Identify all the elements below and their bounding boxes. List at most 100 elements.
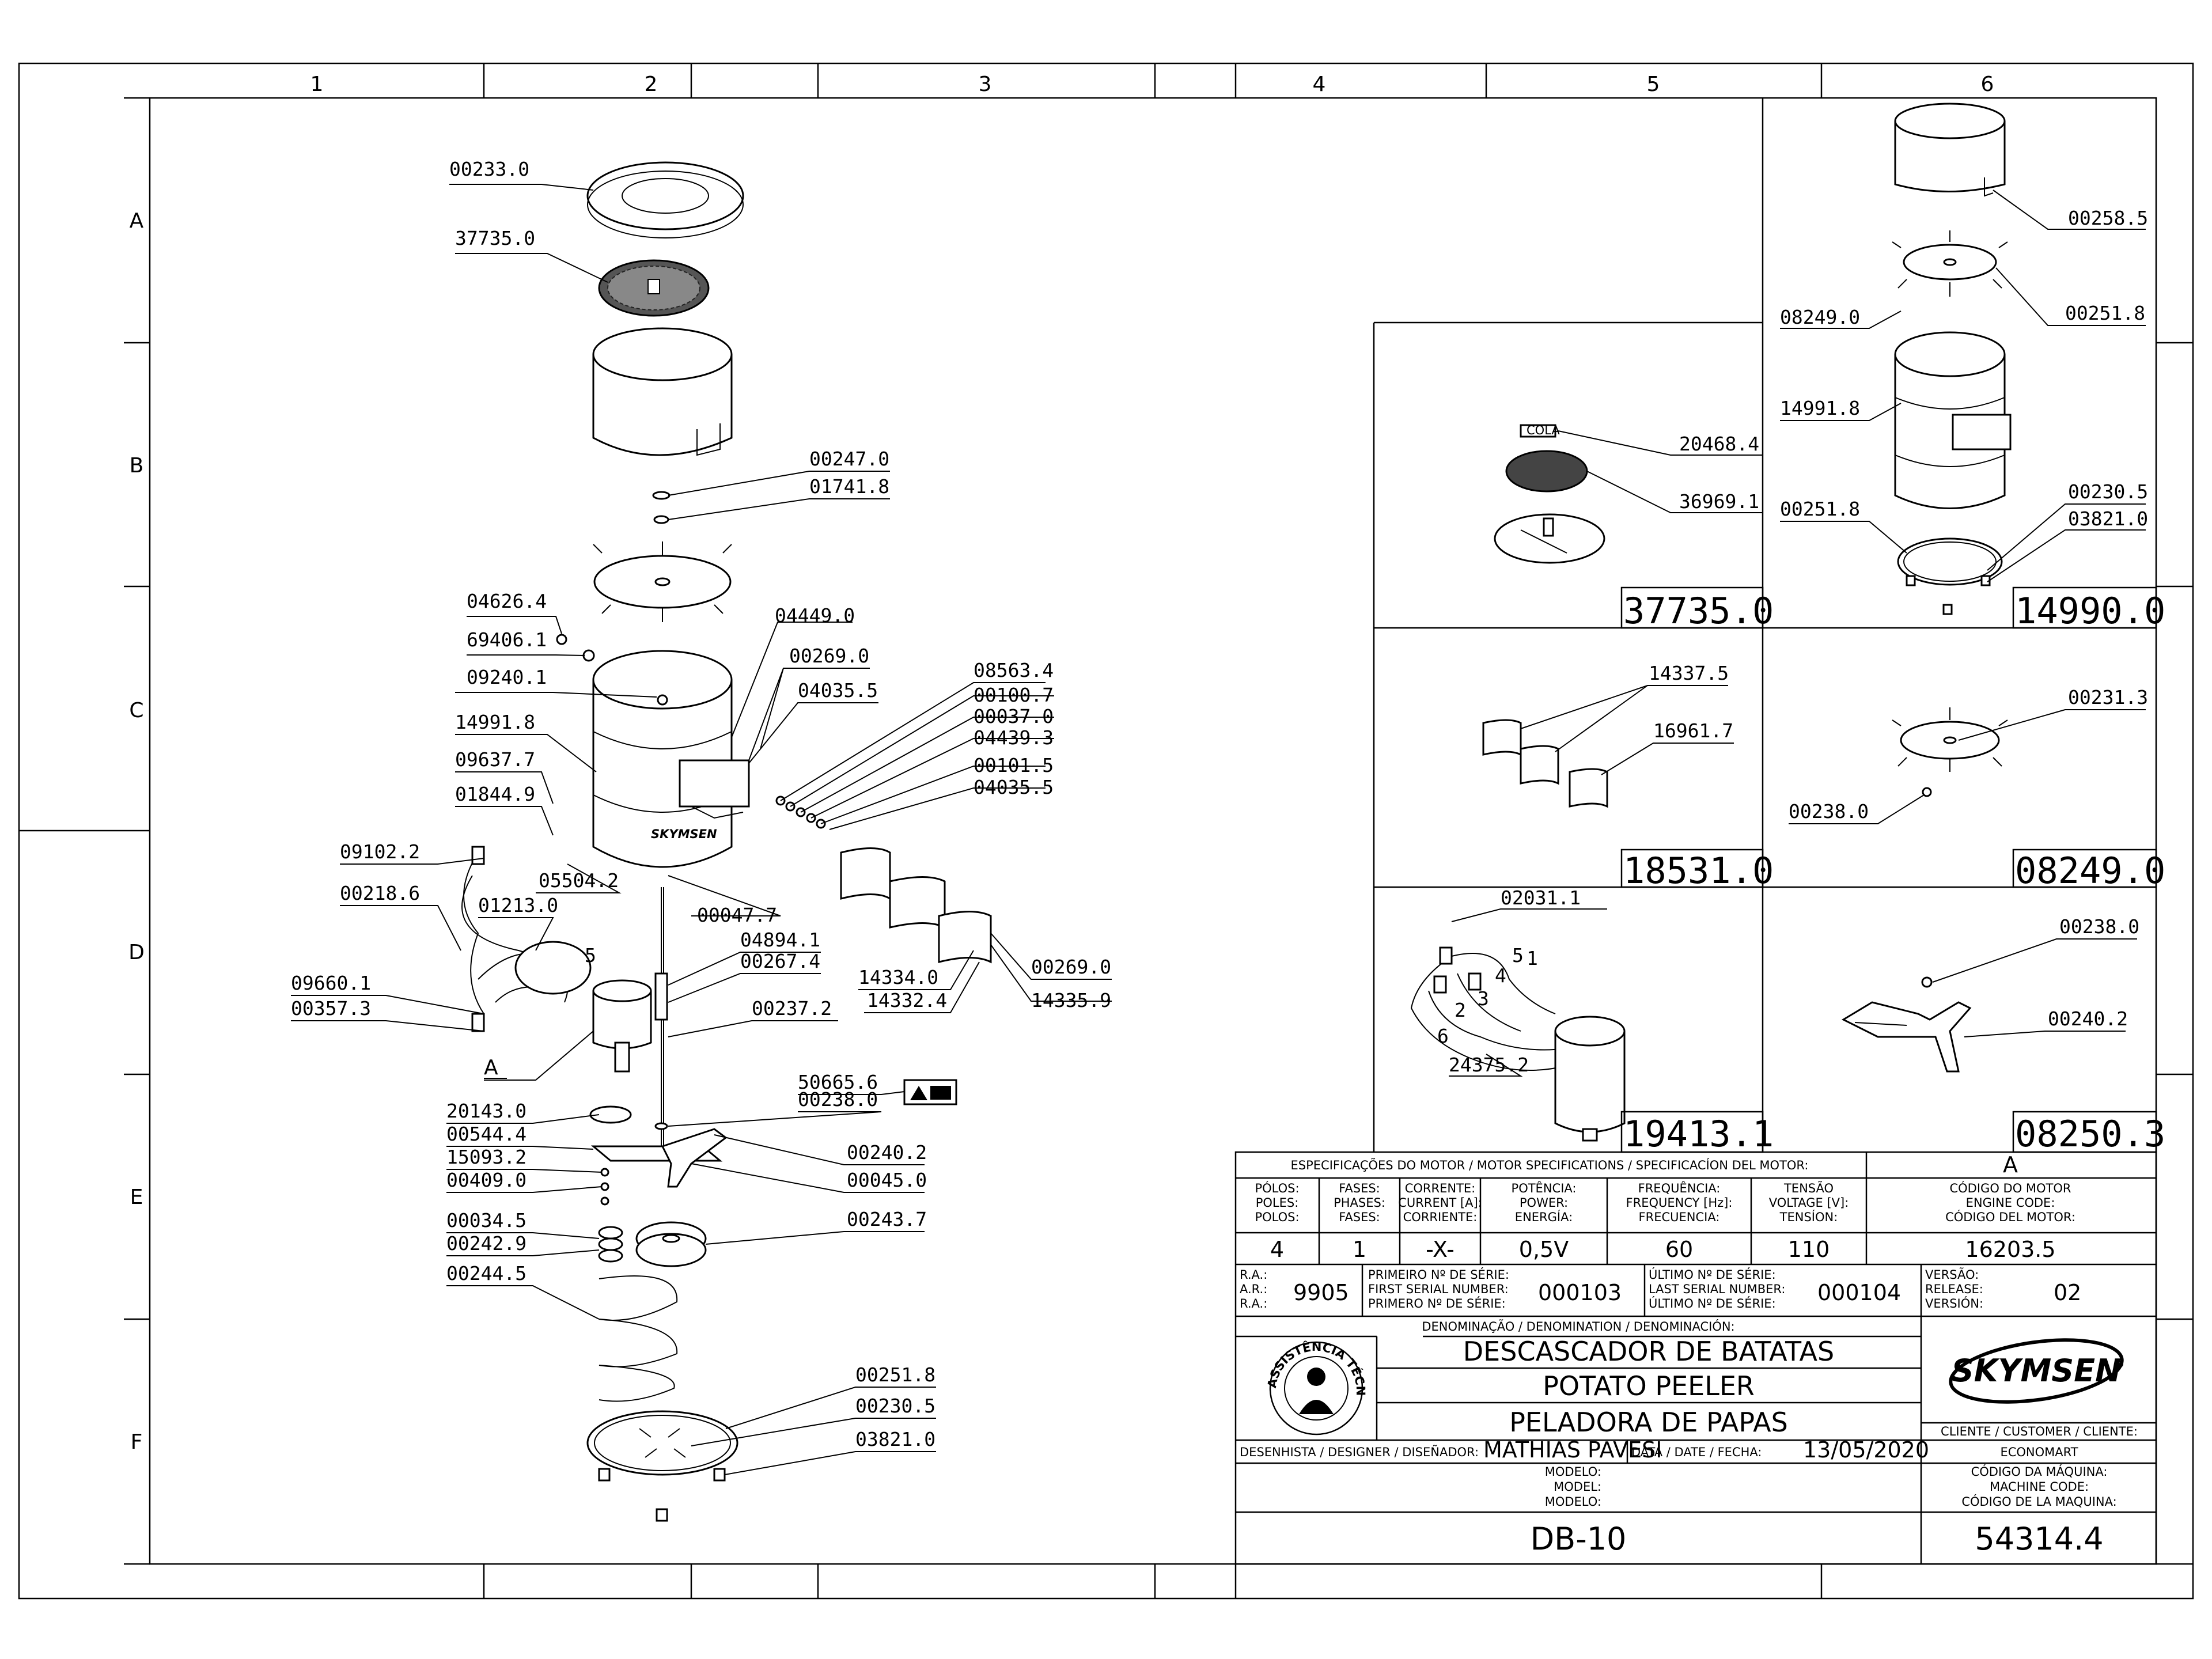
callout-00247-0: 00247.0	[809, 448, 889, 470]
version-value: 02	[2054, 1280, 2081, 1305]
callout-37735-0: 37735.0	[455, 227, 535, 249]
callout-00233-0: 00233.0	[449, 158, 529, 180]
spec-header: PHASES:	[1334, 1196, 1385, 1210]
callout-02031-1: 02031.1	[1501, 887, 1581, 909]
callout-00251-8: 00251.8	[855, 1363, 935, 1386]
brand-logo: SKYMSEN ®	[1949, 1338, 2125, 1404]
callout-14991-8: 14991.8	[1780, 397, 1860, 419]
model-label: MODELO:	[1545, 1465, 1601, 1479]
column-label: 4	[1313, 73, 1326, 96]
column-label: 2	[645, 73, 658, 96]
detail-37735: COLA 20468.4 36969.1 37735.0	[1494, 423, 1774, 632]
callout-00045-0: 00045.0	[847, 1169, 927, 1191]
callout-04439-3: 04439.3	[974, 726, 1054, 749]
motor-terminal: 5	[1512, 944, 1524, 967]
callout-09637-7: 09637.7	[455, 748, 535, 771]
last-serial-label: ÚLTIMO Nº DE SÉRIE:	[1649, 1296, 1776, 1310]
callout-03821-0: 03821.0	[2068, 507, 2148, 530]
ra-value: 9905	[1293, 1280, 1349, 1305]
callout-00230-5: 00230.5	[2068, 480, 2148, 503]
upper-cylinder	[592, 327, 733, 456]
detail-14990: 00258.5 00251.8 08249.0 14991.8 00251.8 …	[1780, 103, 2165, 632]
last-serial-value: 000104	[1817, 1280, 1901, 1305]
spec-header: FRECUENCIA:	[1639, 1210, 1720, 1224]
model-value: DB-10	[1531, 1521, 1627, 1557]
spec-header: ENERGÍA:	[1515, 1210, 1573, 1224]
detail-code: 18531.0	[1623, 850, 1774, 892]
machine-code-value: 54314.4	[1975, 1521, 2103, 1557]
callout-00034-5: 00034.5	[446, 1209, 527, 1232]
designer-name: MATHIAS PAVESI	[1483, 1437, 1662, 1463]
callout-16961-7: 16961.7	[1653, 719, 1733, 742]
cola-tag: COLA	[1527, 423, 1560, 437]
callout-08563-4: 08563.4	[974, 659, 1054, 681]
column-label: 1	[310, 73, 324, 96]
first-serial-value: 000103	[1538, 1280, 1622, 1305]
spec-header: PÓLOS:	[1255, 1181, 1299, 1195]
callout-00269-0: 00269.0	[789, 645, 869, 667]
callout-00242-9: 00242.9	[446, 1232, 527, 1255]
spec-header: POLOS:	[1255, 1210, 1299, 1224]
callout-69406-1: 69406.1	[467, 628, 547, 651]
callout-20143-0: 20143.0	[446, 1100, 527, 1122]
callout-00251-8b: 00251.8	[1780, 498, 1860, 520]
callout-00258-5: 00258.5	[2068, 207, 2148, 229]
rotor-disc	[593, 541, 732, 622]
o-ring	[589, 1105, 632, 1124]
callout-04035-5b: 04035.5	[974, 776, 1054, 798]
client-label: CLIENTE / CUSTOMER / CLIENTE:	[1941, 1425, 2138, 1438]
callout-00357-3: 00357.3	[291, 997, 371, 1020]
product-name-pt: DESCASCADOR DE BATATAS	[1463, 1336, 1834, 1367]
detail-code: 14990.0	[2015, 590, 2165, 632]
callout-14337-5: 14337.5	[1649, 662, 1729, 684]
spec-header: ENGINE CODE:	[1966, 1196, 2055, 1210]
detail-18531: 14337.5 16961.7 18531.0	[1482, 662, 1774, 892]
date-label: DATA / DATE / FECHA:	[1631, 1445, 1762, 1459]
brand-name: SKYMSEN	[1952, 1353, 2122, 1389]
spec-header: CURRENT [A]:	[1398, 1196, 1482, 1210]
callout-03821-0: 03821.0	[855, 1428, 935, 1450]
callout-14335-9: 14335.9	[1031, 989, 1111, 1012]
main-drum: SKYMSEN	[592, 650, 750, 868]
row-label: C	[129, 699, 143, 722]
row-label: D	[128, 941, 145, 964]
first-serial-label: PRIMERO Nº DE SÉRIE:	[1368, 1296, 1506, 1310]
callout-00218-6: 00218.6	[340, 882, 420, 904]
callout-04894-1: 04894.1	[740, 929, 820, 951]
callout-00267-4: 00267.4	[740, 950, 820, 972]
last-serial-label: LAST SERIAL NUMBER:	[1649, 1282, 1785, 1296]
spec-header: TENSÍON:	[1779, 1210, 1838, 1224]
motor-terminal: 4	[1495, 964, 1506, 987]
version-label: VERSIÓN:	[1925, 1296, 1983, 1310]
side-plates	[840, 847, 992, 964]
callout-00237-2: 00237.2	[752, 997, 832, 1020]
spec-value-frequency: 60	[1665, 1237, 1693, 1262]
spec-header: TENSÃO	[1783, 1180, 1834, 1195]
callout-00243-7: 00243.7	[847, 1208, 927, 1230]
lid-ring	[586, 161, 744, 238]
model-label: MODEL:	[1554, 1480, 1601, 1494]
callout-01213-0: 01213.0	[478, 894, 558, 916]
column-label: 5	[1647, 73, 1660, 96]
row-label: B	[130, 454, 144, 478]
ra-label: R.A.:	[1240, 1268, 1267, 1282]
spec-value-poles: 4	[1270, 1237, 1284, 1262]
detail-08250: 00238.0 00240.2 08250.3	[1841, 915, 2165, 1155]
version-label: VERSÃO:	[1925, 1267, 1979, 1282]
spec-value-power: 0,5V	[1519, 1237, 1569, 1262]
callout-36969-1: 36969.1	[1679, 490, 1759, 513]
version-label: RELEASE:	[1925, 1282, 1983, 1296]
drum-brand: SKYMSEN	[651, 827, 717, 841]
callout-00037-0: 00037.0	[974, 705, 1054, 728]
spec-value-phases: 1	[1353, 1237, 1366, 1262]
brand-registered-mark: ®	[2113, 1357, 2125, 1371]
callout-09102-2: 09102.2	[340, 840, 420, 863]
callout-00238-0: 00238.0	[798, 1088, 878, 1111]
client-name: ECONOMART	[2000, 1445, 2078, 1459]
callout-00240-2: 00240.2	[847, 1141, 927, 1164]
spec-value-voltage: 110	[1788, 1237, 1830, 1262]
spec-header: FREQUÊNCIA:	[1638, 1181, 1721, 1195]
motor-unit: 5	[514, 941, 652, 1073]
spec-header: CÓDIGO DO MOTOR	[1949, 1181, 2071, 1195]
belt	[599, 1275, 678, 1402]
